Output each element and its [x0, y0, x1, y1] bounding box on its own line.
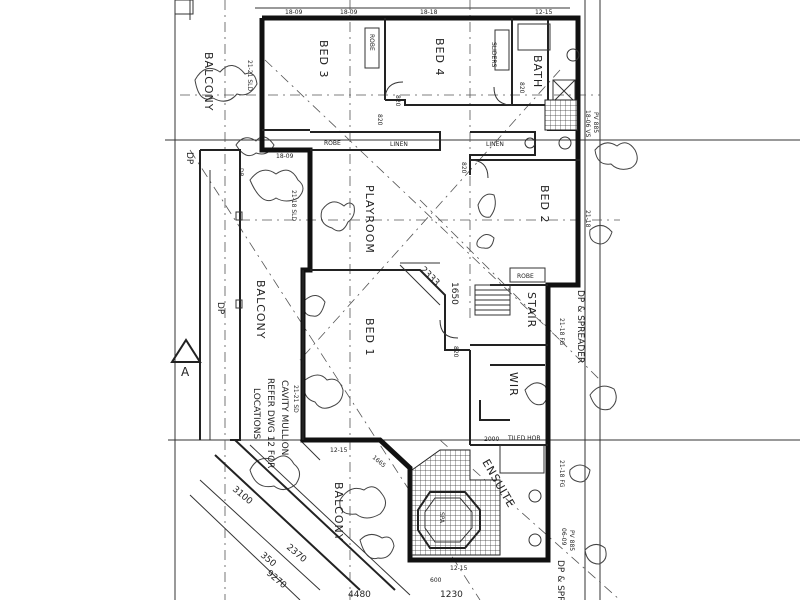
dim-2370: 2370 — [284, 543, 308, 566]
code-4: 12-15 — [535, 9, 553, 16]
code-14: 820 — [460, 162, 467, 174]
label-sliders: SLIDERS — [490, 42, 497, 68]
code-21: PV 885 — [568, 530, 575, 551]
dim-1650: 1650 — [449, 282, 459, 305]
label-cavity-note-3: LOCATIONS — [251, 388, 261, 439]
code-8: 21-21 SD — [292, 385, 299, 413]
spa-bath — [417, 491, 481, 549]
label-balcony-bottom: BALCONY — [332, 482, 345, 542]
code-19: PV 885 — [592, 112, 599, 133]
dim-9270: 9270 — [264, 569, 288, 592]
room-label-bed2: BED 2 — [538, 185, 551, 223]
dim-600: 600 — [430, 577, 442, 584]
room-label-playroom: PLAYROOM — [363, 185, 376, 254]
label-robe-bed2: ROBE — [517, 273, 534, 280]
code-7: 21-18 SLD — [290, 190, 297, 221]
label-robe-mid: ROBE — [324, 140, 341, 147]
tiled-areas — [411, 99, 578, 556]
frame-lines — [165, 0, 800, 600]
dashed-grid-lines — [180, 0, 621, 600]
dim-350: 350 — [258, 551, 278, 570]
code-12: 820 — [376, 114, 383, 126]
label-dp-left: DP — [215, 302, 225, 315]
code-6: 18-09 — [276, 153, 294, 160]
label-balcony-left-top: BALCONY — [202, 52, 215, 112]
code-17: 21-18 — [584, 210, 591, 228]
lower-balcony-outline — [189, 439, 411, 600]
room-label-spa: SPA — [438, 512, 445, 524]
code-13: 820 — [518, 82, 525, 94]
label-dp-left-2: DP — [237, 168, 244, 177]
section-marker — [170, 338, 202, 363]
opening-codes: 18-09 18-09 18-18 12-15 21-21 SLD 18-09 … — [246, 9, 599, 572]
dim-2000: 2000 — [484, 436, 499, 443]
code-16: 21-18 FG — [558, 318, 565, 346]
room-label-bath: BATH — [531, 55, 544, 88]
room-label-bed1: BED 1 — [363, 318, 376, 356]
code-9: 12-15 — [330, 447, 348, 454]
dim-2333: 2333 — [418, 265, 441, 288]
dim-1665: 1665 — [371, 454, 387, 469]
fixtures — [364, 23, 580, 547]
room-label-wir: WIR — [507, 372, 520, 397]
code-11: 820 — [394, 95, 401, 107]
label-robe-top: ROBE — [368, 34, 375, 51]
room-label-bed3: BED 3 — [317, 40, 330, 78]
label-balcony-left: BALCONY — [254, 280, 267, 340]
dim-1230: 1230 — [440, 590, 463, 600]
code-20: 06-09 — [560, 528, 567, 546]
label-dp-spreader-bottom: DP & SPRE — [555, 560, 565, 600]
exterior-walls — [259, 15, 581, 563]
code-1: 18-09 — [285, 9, 303, 16]
code-22: 21-18 FG — [558, 460, 565, 488]
code-3: 18-18 — [420, 9, 438, 16]
code-5: 21-21 SLD — [246, 60, 253, 91]
room-label-bed4: BED 4 — [433, 38, 446, 76]
code-18: 18-06 VS — [584, 110, 591, 137]
code-2: 18-09 — [340, 9, 358, 16]
code-10: 12-15 — [450, 565, 468, 572]
label-linen-mid: LINEN — [390, 141, 408, 148]
label-tiled-hob: TILED HOB — [507, 435, 540, 442]
label-linen-right: LINEN — [486, 141, 504, 148]
label-cavity-note-1: CAVITY MULLION — [279, 380, 289, 455]
room-label-stair: STAIR — [525, 292, 538, 328]
code-15: 820 — [452, 346, 459, 358]
balcony-outline — [199, 149, 243, 441]
label-dp-spreader: DP & SPREADER — [575, 290, 585, 363]
label-cavity-note-2: REFER DWG 12 FOR — [265, 378, 275, 468]
dim-4480: 4480 — [348, 590, 371, 600]
label-dp-top: DP — [184, 152, 194, 165]
annotation-labels: ROBE ROBE LINEN LINEN ROBE SLIDERS TILED… — [181, 34, 585, 600]
label-section-marker: A — [181, 365, 190, 379]
